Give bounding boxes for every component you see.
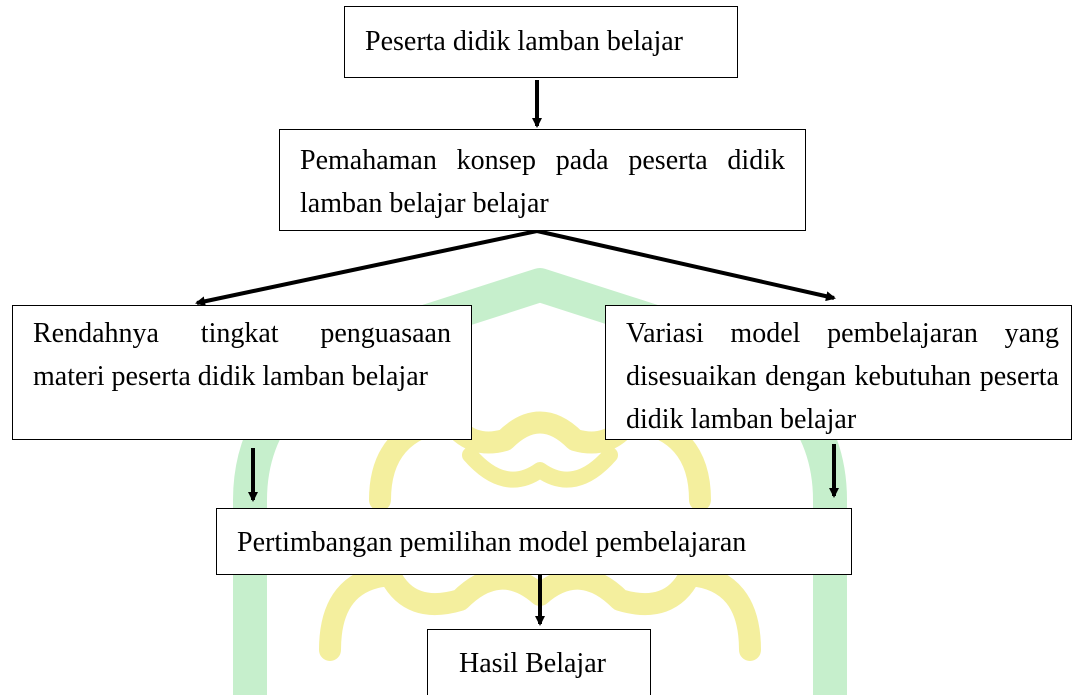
node-variasi-model-text: Variasi model pembelajaran yang disesuai…	[626, 318, 1059, 435]
node-pertimbangan-pemilihan: Pertimbangan pemilihan model pembelajara…	[216, 508, 852, 575]
node-pemahaman-konsep: Pemahaman konsep pada peserta didik lamb…	[279, 129, 806, 231]
arrow-concept-to-right	[536, 229, 836, 302]
node-pertimbangan-pemilihan-text: Pertimbangan pemilihan model pembelajara…	[237, 527, 747, 558]
node-rendahnya-penguasaan-text: Rendahnya tingkat penguasaan materi pese…	[33, 318, 451, 392]
node-peserta-didik: Peserta didik lamban belajar	[344, 6, 738, 78]
node-peserta-didik-text: Peserta didik lamban belajar	[365, 26, 683, 57]
node-rendahnya-penguasaan: Rendahnya tingkat penguasaan materi pese…	[12, 305, 472, 440]
node-pemahaman-konsep-text: Pemahaman konsep pada peserta didik lamb…	[300, 145, 785, 219]
node-hasil-belajar-text: Hasil Belajar	[459, 648, 606, 679]
node-variasi-model: Variasi model pembelajaran yang disesuai…	[605, 305, 1072, 440]
node-hasil-belajar: Hasil Belajar	[427, 629, 651, 695]
arrow-concept-to-left	[195, 229, 538, 307]
watermark-ornament-middle	[462, 447, 618, 488]
